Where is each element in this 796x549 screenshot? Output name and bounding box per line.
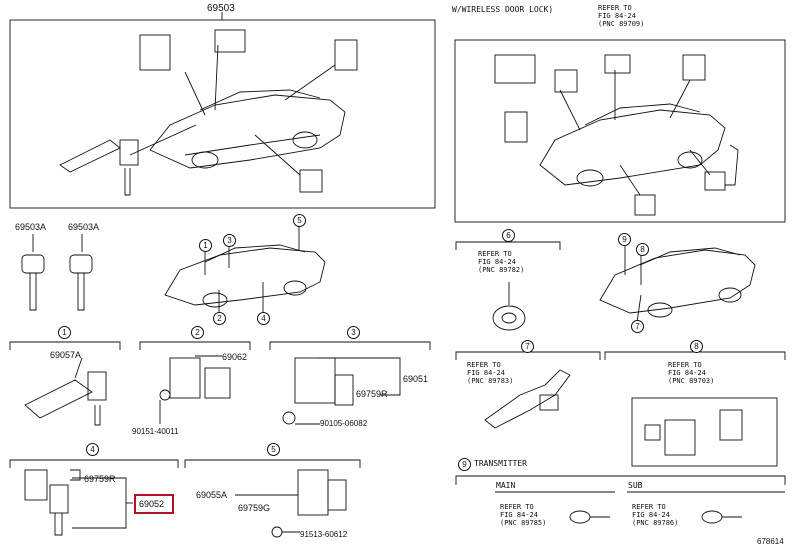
bracket-3 <box>269 341 431 350</box>
refer-main-note: REFER TO FIG 84-24 (PNC 89785) <box>500 503 547 527</box>
wireless-frame <box>454 39 786 223</box>
car-illustration-callouts <box>164 244 326 308</box>
sub-label: SUB <box>628 481 643 490</box>
key-illustrations <box>21 254 93 311</box>
refer-top-note: REFER TO FIG 84-24 (PNC 89709) <box>598 4 645 28</box>
callout-7-car-right: 7 <box>631 320 644 333</box>
bracket-69052 <box>72 477 127 529</box>
part-90151-label[interactable]: 90151-40011 <box>132 427 179 436</box>
callout-5-car: 5 <box>293 214 306 227</box>
part-69759g-label[interactable]: 69759G <box>238 503 271 513</box>
callout-2-car: 2 <box>213 312 226 325</box>
part-69503a-label-1[interactable]: 69503A <box>15 222 47 232</box>
bracket-9 <box>455 475 786 485</box>
part-91513-label[interactable]: 91513-60612 <box>300 530 348 539</box>
section-callout-9: 9 <box>458 458 471 471</box>
transmitter-sub-illustration <box>701 510 742 524</box>
bracket-6 <box>455 241 561 250</box>
section-callout-7: 7 <box>521 340 534 353</box>
bracket-7 <box>455 351 601 360</box>
harness-7 <box>484 369 571 429</box>
section-callout-2: 2 <box>191 326 204 339</box>
section-callout-6: 6 <box>502 229 515 242</box>
part-69051-label[interactable]: 69051 <box>403 374 429 384</box>
bracket-4 <box>9 459 179 468</box>
door-lock-parts-main <box>59 29 358 196</box>
section-callout-1: 1 <box>58 326 71 339</box>
part-69052-highlight[interactable]: 69052 <box>134 494 174 514</box>
part-69503-label[interactable]: 69503 <box>207 3 235 14</box>
part-69055a-label[interactable]: 69055A <box>196 490 228 500</box>
part-90105-label[interactable]: 90105-06082 <box>320 419 368 428</box>
car-illustration-wireless <box>539 103 726 187</box>
part-69052-label: 69052 <box>139 499 165 509</box>
refer-7-note: REFER TO FIG 84-24 (PNC 89783) <box>467 361 514 385</box>
part-69057a-label[interactable]: 69057A <box>50 350 82 360</box>
refer-8-note: REFER TO FIG 84-24 (PNC 89703) <box>668 361 715 385</box>
part-69759r-label-bottom[interactable]: 69759R <box>84 474 116 484</box>
callout-9-car-right: 9 <box>618 233 631 246</box>
section-callout-3: 3 <box>347 326 360 339</box>
transmitter-label: TRANSMITTER <box>474 459 527 468</box>
wireless-door-lock-label: W/WIRELESS DOOR LOCK) <box>452 5 554 14</box>
bracket-1 <box>9 341 121 350</box>
main-set-frame <box>9 19 436 209</box>
bracket-2 <box>139 341 251 350</box>
cylinder-6 <box>492 305 526 331</box>
part-69503a-label-2[interactable]: 69503A <box>68 222 100 232</box>
callout-3-car: 3 <box>223 234 236 247</box>
bracket-5 <box>184 459 361 468</box>
refer-sub-note: REFER TO FIG 84-24 (PNC 89786) <box>632 503 679 527</box>
callout-4-car: 4 <box>257 312 270 325</box>
section-callout-4: 4 <box>86 443 99 456</box>
part-69759r-label-top[interactable]: 69759R <box>356 389 388 399</box>
frame-8 <box>631 397 778 467</box>
figure-id: 678614 <box>757 537 784 546</box>
callout-8-car-right: 8 <box>636 243 649 256</box>
refer-6-note: REFER TO FIG 84-24 (PNC 89782) <box>478 250 525 274</box>
section-callout-8: 8 <box>690 340 703 353</box>
section-callout-5: 5 <box>267 443 280 456</box>
callout-1-car: 1 <box>199 239 212 252</box>
transmitter-main-illustration <box>569 510 610 524</box>
car-illustration-main <box>149 89 346 169</box>
car-illustration-right <box>599 247 756 318</box>
part-69062-label[interactable]: 69062 <box>222 352 248 362</box>
bracket-8 <box>604 351 786 360</box>
wireless-parts <box>494 54 739 216</box>
main-label: MAIN <box>496 481 516 490</box>
